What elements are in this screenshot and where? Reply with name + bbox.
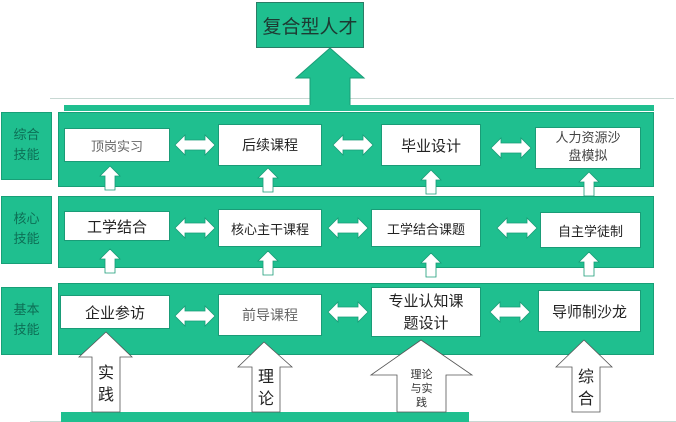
level-label-basic: 基本技能 (1, 287, 52, 355)
foundation-theory-practice: 理论 与实 践 (410, 368, 433, 409)
foundation-comprehensive: 综 合 (577, 367, 594, 408)
node-post-internship: 顶岗实习 (64, 128, 170, 162)
practice-arrow-icon (77, 331, 133, 413)
node-apprenticeship: 自主学徒制 (540, 212, 641, 248)
node-intro-courses: 前导课程 (218, 294, 322, 336)
level-label-core: 核心技能 (1, 196, 52, 264)
theory-practice-arrow-icon (369, 339, 474, 413)
comprehensive-arrow-icon (555, 339, 613, 413)
level-label-comprehensive: 综合技能 (1, 112, 52, 180)
node-core-courses: 核心主干课程 (218, 209, 322, 247)
node-professional-cognition: 专业认知课题设计 (371, 287, 481, 337)
node-work-study: 工学结合 (64, 211, 170, 241)
foundation-theory: 理 论 (257, 367, 274, 408)
node-hr-sandbox: 人力资源沙盘模拟 (535, 127, 641, 169)
outcome-box: 复合型人才 (256, 2, 364, 48)
foundation-practice: 实 践 (97, 363, 114, 404)
node-graduation-design: 毕业设计 (381, 124, 481, 166)
node-company-visit: 企业参访 (60, 295, 170, 329)
node-followup-courses: 后续课程 (218, 124, 322, 166)
outcome-title: 复合型人才 (262, 15, 358, 38)
theory-arrow-icon (237, 341, 294, 413)
divider-line (50, 98, 674, 99)
foundation-bar (61, 412, 469, 422)
top-strip (64, 105, 654, 111)
node-work-study-topics: 工学结合课题 (371, 209, 481, 247)
node-mentor-salon: 导师制沙龙 (538, 290, 641, 332)
